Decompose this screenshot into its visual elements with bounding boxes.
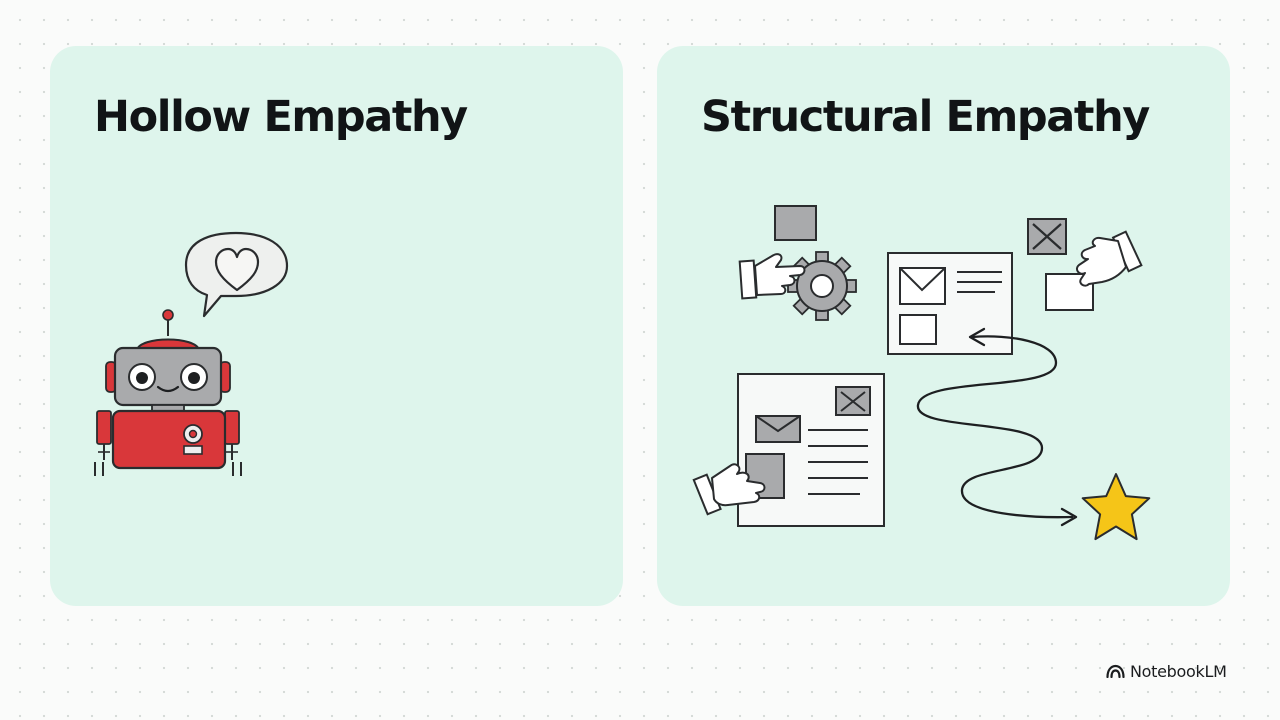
hollow-empathy-panel bbox=[50, 46, 623, 606]
notebooklm-brand: NotebookLM bbox=[1106, 659, 1227, 683]
robot-icon bbox=[94, 309, 242, 476]
structural-empathy-title: Structural Empathy bbox=[701, 92, 1150, 142]
star-icon bbox=[1081, 473, 1151, 541]
hand-icon bbox=[1075, 230, 1143, 287]
hollow-empathy-title: Hollow Empathy bbox=[94, 92, 468, 142]
document-icon bbox=[887, 252, 1013, 355]
gray-block-icon bbox=[774, 205, 817, 241]
notebooklm-logo-icon bbox=[1106, 664, 1125, 678]
image-placeholder-icon bbox=[1027, 218, 1067, 255]
brand-name: NotebookLM bbox=[1130, 661, 1227, 681]
document-icon bbox=[737, 373, 885, 527]
gear-icon bbox=[787, 251, 857, 321]
hand-icon bbox=[692, 463, 766, 516]
hand-icon bbox=[738, 253, 806, 300]
heart-speech-bubble-icon bbox=[184, 231, 289, 318]
curved-arrow-icon bbox=[916, 327, 1078, 527]
hollow-empathy-illustration bbox=[94, 231, 289, 476]
structural-empathy-illustration bbox=[692, 205, 1151, 541]
